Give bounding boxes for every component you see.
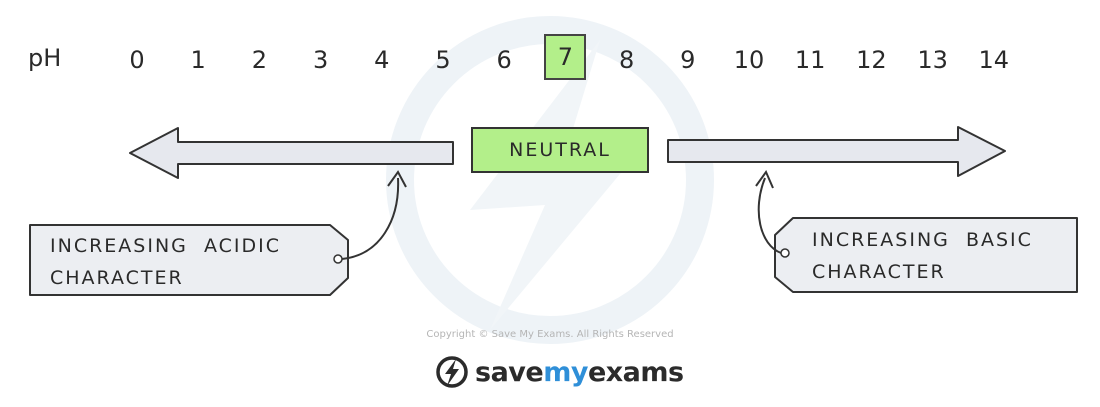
ph-value: 13 — [917, 46, 948, 74]
ph-value: 5 — [435, 46, 451, 74]
acidic-tag-line1: INCREASING ACIDIC — [50, 235, 282, 257]
basic-pointer — [757, 177, 782, 254]
ph-label: pH — [28, 44, 62, 72]
ph-value: 0 — [129, 46, 145, 74]
basic-tag-line2: CHARACTER — [812, 261, 946, 283]
brand-part-my: my — [543, 356, 588, 388]
ph-value-neutral: 7 — [544, 34, 587, 80]
copyright-text: Copyright © Save My Exams. All Rights Re… — [426, 329, 674, 340]
acidic-tag — [29, 224, 349, 296]
neutral-box — [471, 127, 649, 173]
acidic-arrow — [129, 127, 454, 179]
ph-value: 3 — [312, 46, 329, 74]
acidic-tag-line2: CHARACTER — [50, 267, 184, 289]
ph-value: 14 — [978, 46, 1010, 74]
ph-value: 4 — [374, 46, 390, 74]
ph-value: 10 — [733, 46, 765, 74]
acidic-pointer — [341, 177, 400, 260]
brand-part-exams: exams — [587, 356, 684, 388]
basic-arrow — [667, 126, 1006, 177]
acidic-pointer-head — [387, 170, 407, 188]
ph-value: 8 — [618, 46, 635, 74]
basic-pointer-head — [755, 169, 774, 189]
ph-value: 9 — [680, 46, 696, 74]
brand-name: savemyexams — [475, 357, 684, 388]
brand-logo: savemyexams — [435, 352, 684, 392]
acidic-tag-hole — [333, 254, 343, 264]
neutral-label: NEUTRAL — [509, 139, 611, 161]
ph-value: 6 — [496, 46, 512, 74]
basic-tag-line1: INCREASING BASIC — [812, 229, 1033, 251]
ph-value: 2 — [251, 46, 268, 74]
lightning-logo-icon — [436, 356, 468, 388]
brand-part-save: save — [475, 356, 544, 388]
basic-tag-hole — [780, 248, 790, 258]
basic-tag — [774, 217, 1078, 293]
ph-value: 11 — [794, 46, 826, 74]
ph-value: 12 — [856, 46, 887, 74]
ph-value: 1 — [190, 46, 206, 74]
